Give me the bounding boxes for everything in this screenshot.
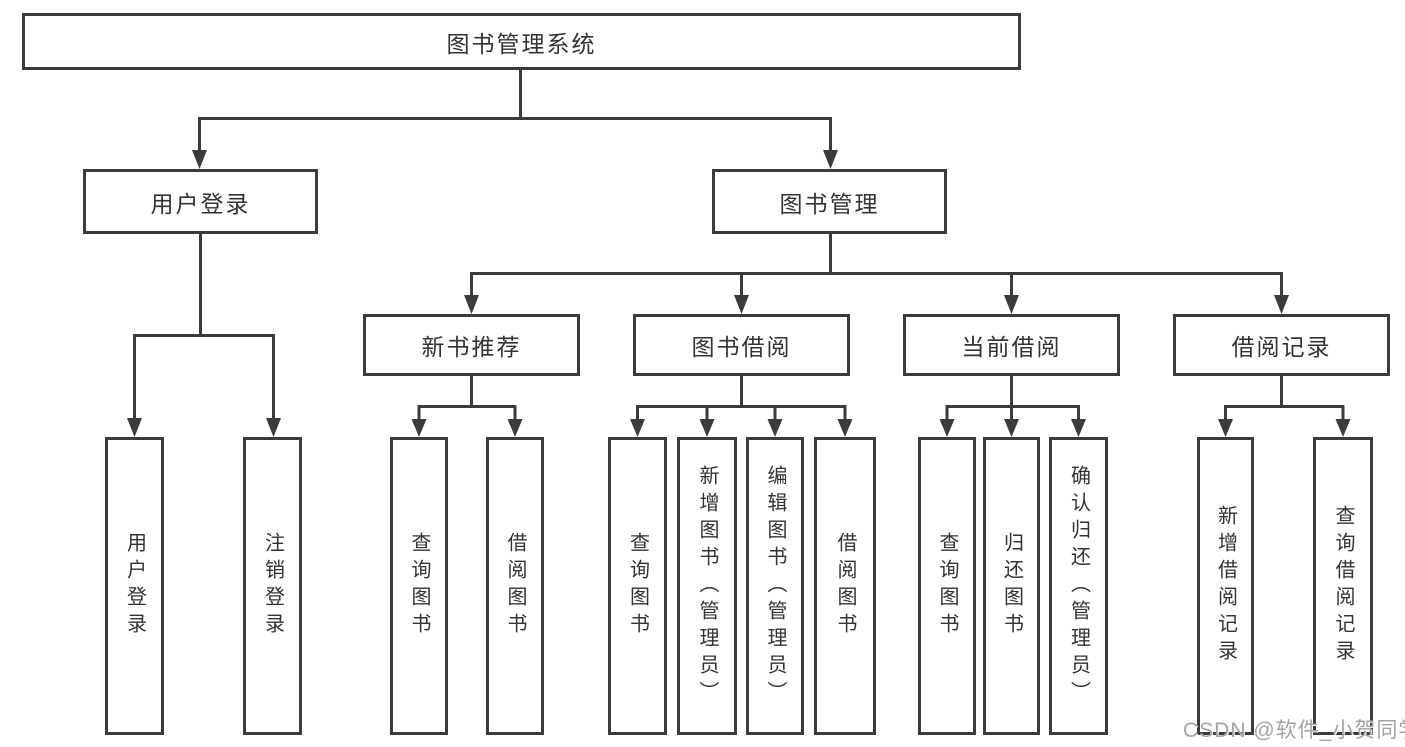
node-query-borrow-record: 查询借阅记录: [1313, 437, 1373, 735]
node-edit-book-admin: 编辑图书（管理员）: [746, 437, 804, 735]
node-borrowing-query-book: 查询图书: [608, 437, 667, 735]
node-user-login-label: 用户登录: [150, 190, 251, 217]
node-user-login: 用户登录: [83, 169, 318, 234]
node-new-book-recommendation-label: 新书推荐: [421, 334, 522, 360]
node-borrowing-query-book-label: 查询图书: [626, 532, 649, 640]
node-recommend-borrow-book-label: 借阅图书: [504, 532, 526, 640]
node-borrow-book: 借阅图书: [814, 437, 876, 735]
node-return-book: 归还图书: [983, 437, 1040, 735]
node-add-borrow-record: 新增借阅记录: [1197, 437, 1254, 735]
node-current-borrowing-label: 当前借阅: [961, 334, 1062, 360]
node-logout: 注销登录: [243, 437, 302, 735]
node-new-book-recommendation: 新书推荐: [363, 314, 580, 376]
node-recommend-query-book-label: 查询图书: [408, 532, 430, 640]
node-current-query-book: 查询图书: [918, 437, 976, 735]
node-return-book-label: 归还图书: [1000, 532, 1023, 640]
arrowheads: [127, 150, 1351, 437]
node-user-login-action-label: 用户登录: [123, 532, 146, 640]
connector-borrowing-to-children: [636, 376, 847, 421]
node-borrow-book-label: 借阅图书: [834, 532, 856, 640]
node-book-borrowing: 图书借阅: [633, 314, 850, 376]
watermark-text: CSDN @软件_小贺同学: [1183, 719, 1405, 742]
node-logout-label: 注销登录: [261, 532, 284, 640]
connector-current-to-children: [945, 376, 1080, 421]
connector-userlogin-to-children: [133, 234, 275, 421]
node-book-management: 图书管理: [712, 169, 947, 234]
node-borrowing-records: 借阅记录: [1173, 314, 1390, 376]
node-recommend-borrow-book: 借阅图书: [486, 437, 544, 735]
node-recommend-query-book: 查询图书: [390, 437, 448, 735]
node-add-book-admin: 新增图书（管理员）: [677, 437, 737, 735]
node-root-system: 图书管理系统: [22, 13, 1021, 70]
node-confirm-return-admin: 确认归还（管理员）: [1049, 437, 1108, 735]
connector-records-to-children: [1224, 376, 1345, 421]
node-add-book-admin-label: 新增图书（管理员）: [696, 464, 718, 708]
connector-bookmgmt-to-level3: [470, 233, 1283, 297]
node-current-query-book-label: 查询图书: [936, 532, 958, 640]
node-current-borrowing: 当前借阅: [903, 314, 1120, 376]
connector-recommend-to-children: [417, 376, 517, 421]
node-query-borrow-record-label: 查询借阅记录: [1332, 505, 1354, 667]
node-user-login-action: 用户登录: [105, 437, 164, 735]
node-borrowing-records-label: 借阅记录: [1231, 334, 1332, 360]
node-confirm-return-admin-label: 确认归还（管理员）: [1067, 464, 1090, 708]
node-book-borrowing-label: 图书借阅: [691, 334, 792, 360]
node-book-management-label: 图书管理: [779, 190, 880, 217]
connector-root-to-level2: [198, 69, 832, 152]
node-root-system-label: 图书管理系统: [446, 30, 597, 57]
node-add-borrow-record-label: 新增借阅记录: [1214, 505, 1237, 667]
node-edit-book-admin-label: 编辑图书（管理员）: [764, 464, 786, 708]
